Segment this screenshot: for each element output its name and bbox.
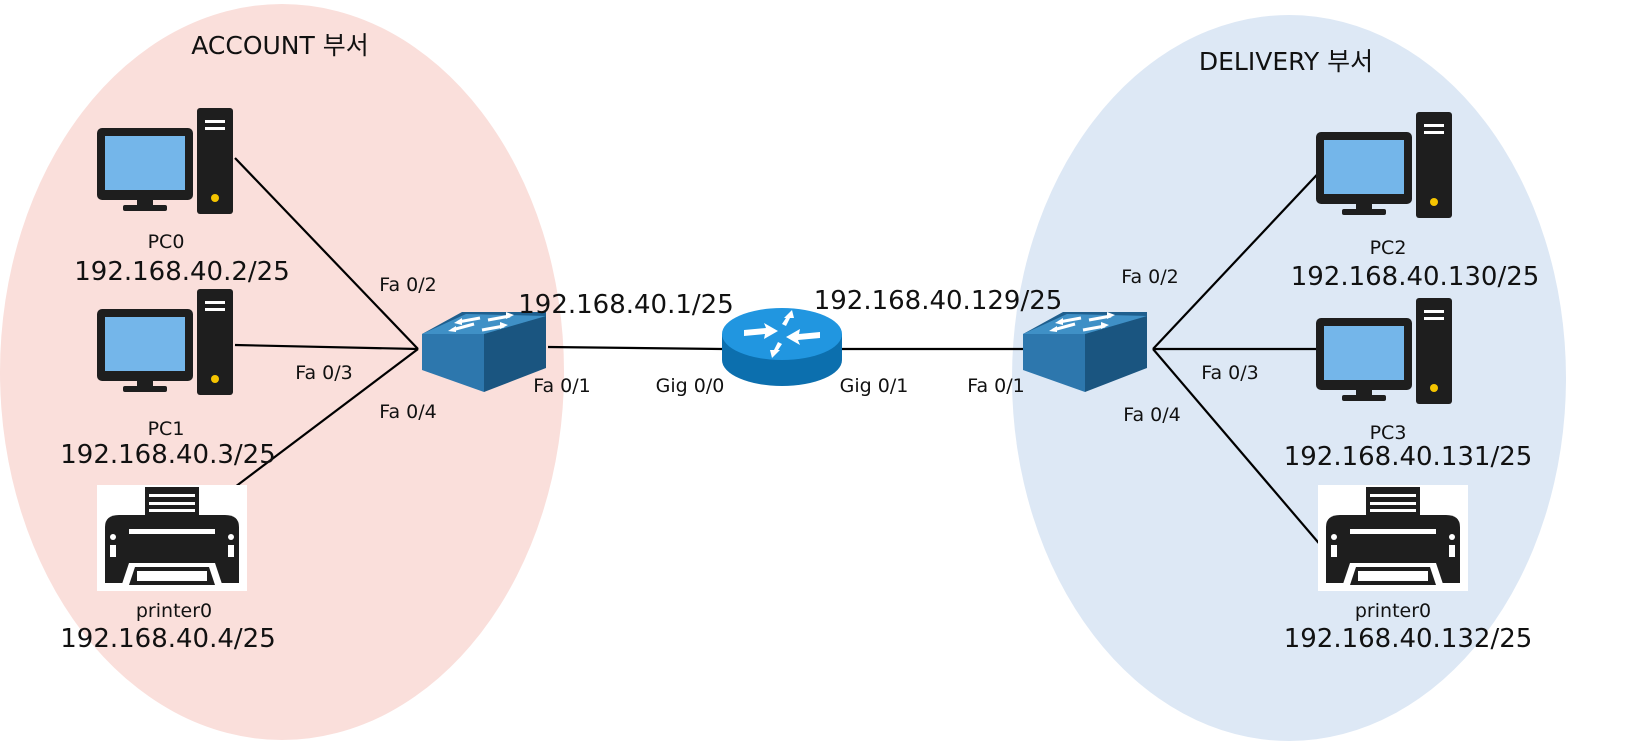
account-zone-title: ACCOUNT 부서 xyxy=(191,31,368,60)
router-gig00-label: Gig 0/0 xyxy=(656,375,725,397)
gateway-left-ip: 192.168.40.1/25 xyxy=(518,290,734,320)
pc3-ip: 192.168.40.131/25 xyxy=(1284,442,1533,472)
pc0-name: PC0 xyxy=(148,231,185,253)
delivery-zone-title: DELIVERY 부서 xyxy=(1199,47,1373,76)
router-icon[interactable] xyxy=(722,308,842,386)
sw-right-fa03-label: Fa 0/3 xyxy=(1201,362,1258,384)
printer-left-name: printer0 xyxy=(136,600,212,622)
sw-right-fa01-label: Fa 0/1 xyxy=(967,375,1024,397)
pc3-name: PC3 xyxy=(1370,422,1407,444)
printer-icon[interactable] xyxy=(97,485,247,591)
link-switch-right-pc2 xyxy=(1152,162,1329,350)
link-pc1-switch xyxy=(234,343,419,351)
pc0-ip: 192.168.40.2/25 xyxy=(74,257,290,287)
link-printer-left-switch xyxy=(234,348,419,488)
pc1-name: PC1 xyxy=(148,418,185,440)
printer-icon[interactable] xyxy=(1318,485,1468,591)
printer-left-ip: 192.168.40.4/25 xyxy=(60,624,276,654)
gateway-right-ip: 192.168.40.129/25 xyxy=(814,286,1063,316)
link-switch-right-printer xyxy=(1152,348,1324,549)
sw-left-fa01-label: Fa 0/1 xyxy=(533,375,590,397)
sw-left-fa04-label: Fa 0/4 xyxy=(379,401,436,423)
sw-right-fa04-label: Fa 0/4 xyxy=(1123,404,1180,426)
link-switch-left-router xyxy=(547,345,723,351)
pc2-ip: 192.168.40.130/25 xyxy=(1291,262,1540,292)
sw-left-fa03-label: Fa 0/3 xyxy=(295,362,352,384)
sw-left-fa02-label: Fa 0/2 xyxy=(379,274,436,296)
router-gig01-label: Gig 0/1 xyxy=(840,375,909,397)
link-pc0-switch xyxy=(234,157,419,350)
printer-right-name: printer0 xyxy=(1355,600,1431,622)
pc1-ip: 192.168.40.3/25 xyxy=(60,440,276,470)
sw-right-fa02-label: Fa 0/2 xyxy=(1121,266,1178,288)
printer-right-ip: 192.168.40.132/25 xyxy=(1284,624,1533,654)
pc2-name: PC2 xyxy=(1370,237,1407,259)
